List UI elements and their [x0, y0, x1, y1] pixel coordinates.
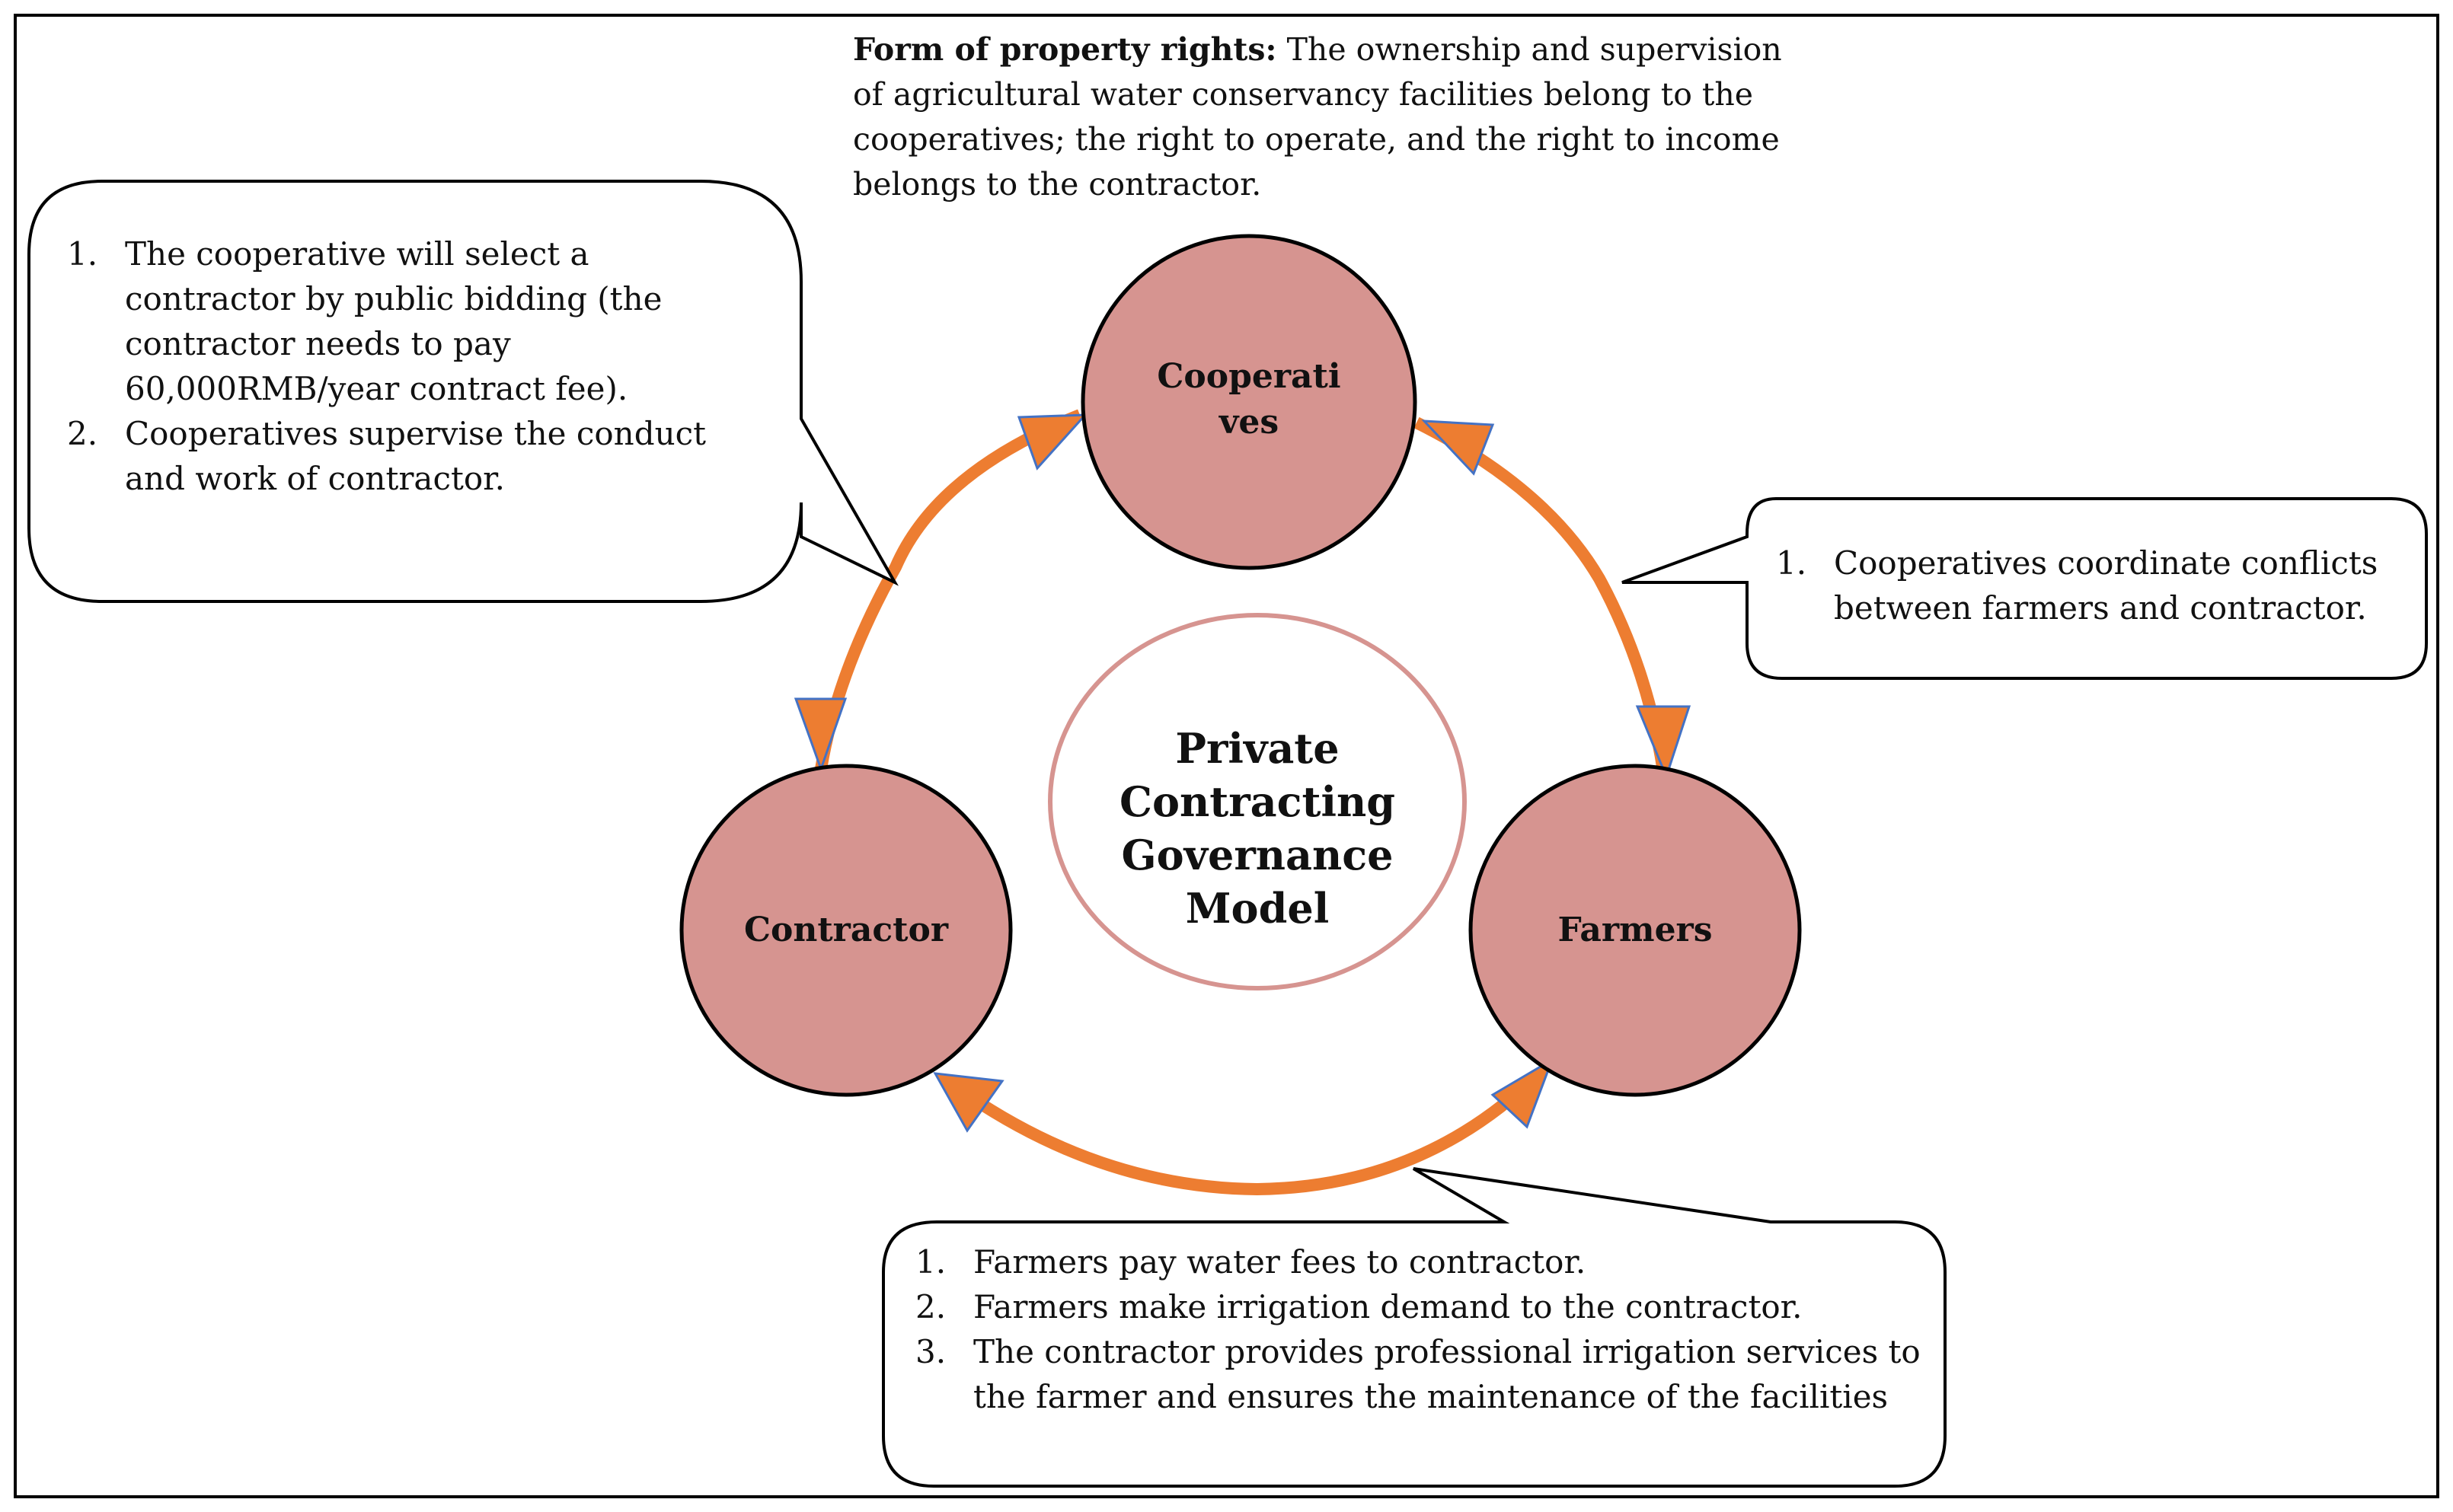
list-item: 2. Cooperatives supervise the conduct and… — [67, 411, 752, 501]
callout-bottom-list: 1.Farmers pay water fees to contractor. … — [915, 1239, 1921, 1419]
list-item-text: Farmers pay water fees to contractor. — [973, 1243, 1586, 1281]
arc-cooperatives-farmers — [1413, 416, 1670, 778]
callout-left-text: 1. The cooperative will select a contract… — [67, 231, 752, 501]
list-item-number: 1. — [67, 235, 98, 273]
arrowhead-to-cooperatives-left — [1017, 413, 1088, 471]
farmers-node — [1468, 764, 1802, 1097]
list-item-number: 2. — [67, 415, 98, 452]
center-model-label: Private Contracting Governance Model — [1120, 724, 1395, 933]
arrowhead-bottom-to-contractor — [933, 1072, 1005, 1133]
list-item-number: 1. — [915, 1243, 947, 1281]
outer-frame — [14, 14, 2439, 1498]
callout-right-bubble — [1621, 497, 2428, 680]
list-item-number: 2. — [915, 1288, 947, 1325]
callout-right-text: 1. Cooperatives coordinate conflicts betw… — [1776, 541, 2423, 630]
center-ellipse — [1048, 613, 1467, 990]
list-item-text: The cooperative will select a contractor… — [125, 235, 663, 407]
callout-left-list: 1. The cooperative will select a contract… — [67, 231, 752, 501]
list-item-text: Cooperatives coordinate conflicts betwee… — [1834, 544, 2378, 627]
arrowhead-bottom-to-farmers — [1490, 1057, 1554, 1129]
cooperatives-node — [1081, 234, 1417, 570]
arrowhead-to-cooperatives-right — [1421, 419, 1495, 476]
list-item: 2. Farmers make irrigation demand to the … — [915, 1284, 1921, 1329]
callout-right-list: 1. Cooperatives coordinate conflicts betw… — [1776, 541, 2423, 630]
list-item: 1. Farmers pay water fees to contractor. — [915, 1239, 1921, 1284]
list-item-text: The contractor provides professional irr… — [973, 1333, 1921, 1415]
property-rights-heading: Form of property rights: — [853, 31, 1277, 68]
list-item: 1. The cooperative will select a contract… — [67, 231, 752, 411]
list-item-text: Farmers make irrigation demand to the co… — [973, 1288, 1803, 1325]
list-item-text: Cooperatives supervise the conduct and w… — [125, 415, 707, 497]
property-rights-body: The ownership and supervision of agricul… — [853, 31, 1782, 203]
list-item: 1. Cooperatives coordinate conflicts betw… — [1776, 541, 2423, 630]
cooperatives-label: Cooperati ves — [1157, 357, 1341, 442]
callout-bottom-bubble — [882, 1167, 1947, 1488]
list-item-number: 1. — [1776, 544, 1807, 582]
contractor-label: Contractor — [743, 911, 949, 949]
arrowhead-to-contractor — [794, 697, 848, 773]
callout-bottom-text: 1.Farmers pay water fees to contractor. … — [915, 1239, 1921, 1419]
arc-cooperatives-contractor — [815, 409, 1082, 770]
farmers-label: Farmers — [1557, 911, 1713, 949]
arrowhead-to-farmers — [1635, 705, 1691, 780]
list-item-number: 3. — [915, 1333, 947, 1370]
contractor-node — [679, 764, 1013, 1097]
arc-contractor-farmers — [963, 1077, 1535, 1196]
property-rights-note: Form of property rights: The ownership a… — [853, 27, 1790, 207]
callout-left-bubble — [27, 180, 899, 603]
list-item: 3. The contractor provides professional i… — [915, 1329, 1921, 1419]
